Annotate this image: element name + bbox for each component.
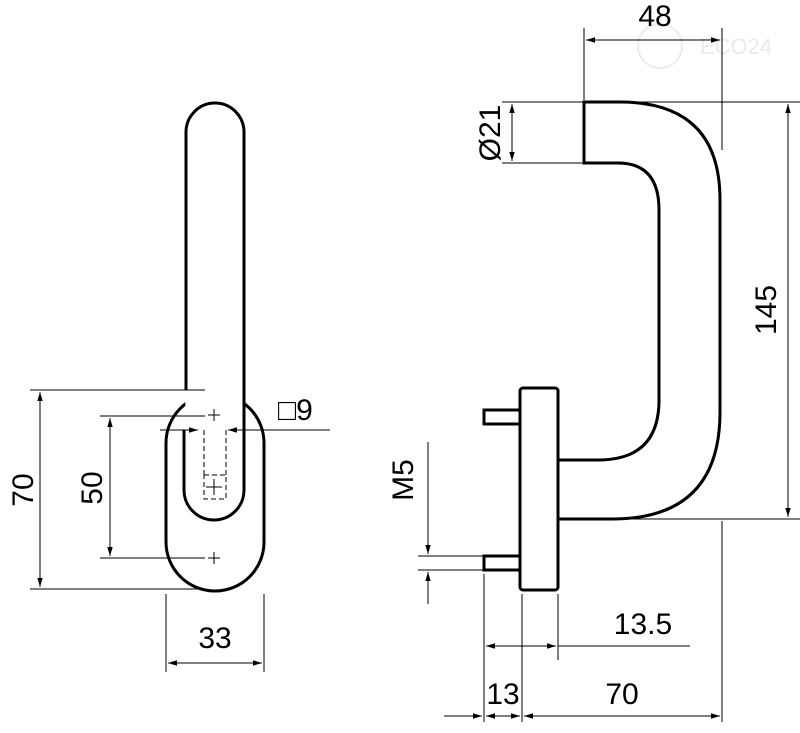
dim-square-9: □9 [278,394,313,427]
dim-33-width: 33 [198,622,231,655]
front-view: 70 50 33 □9 [7,101,330,672]
mounting-pins [482,408,524,572]
dim-diameter-21: Ø21 [474,105,507,162]
handle-lever [182,101,246,522]
dim-48-width: 48 [638,0,671,33]
side-view: 48 Ø21 145 M5 13.5 13 70 [387,0,800,722]
dim-145-height: 145 [750,285,783,335]
dim-13-pin: 13 [486,678,519,711]
watermark: ECO24 [637,23,772,69]
handle-tube [556,100,722,521]
dim-50-height: 50 [76,471,109,504]
dim-70-height: 70 [7,473,40,506]
screw-marks [206,409,222,564]
spindle-square [203,430,227,500]
dim-13-5: 13.5 [614,608,672,641]
base-plate [518,386,560,592]
dim-70-projection: 70 [605,678,638,711]
watermark-text: ECO24 [700,34,772,59]
dim-thread-m5: M5 [387,459,420,501]
